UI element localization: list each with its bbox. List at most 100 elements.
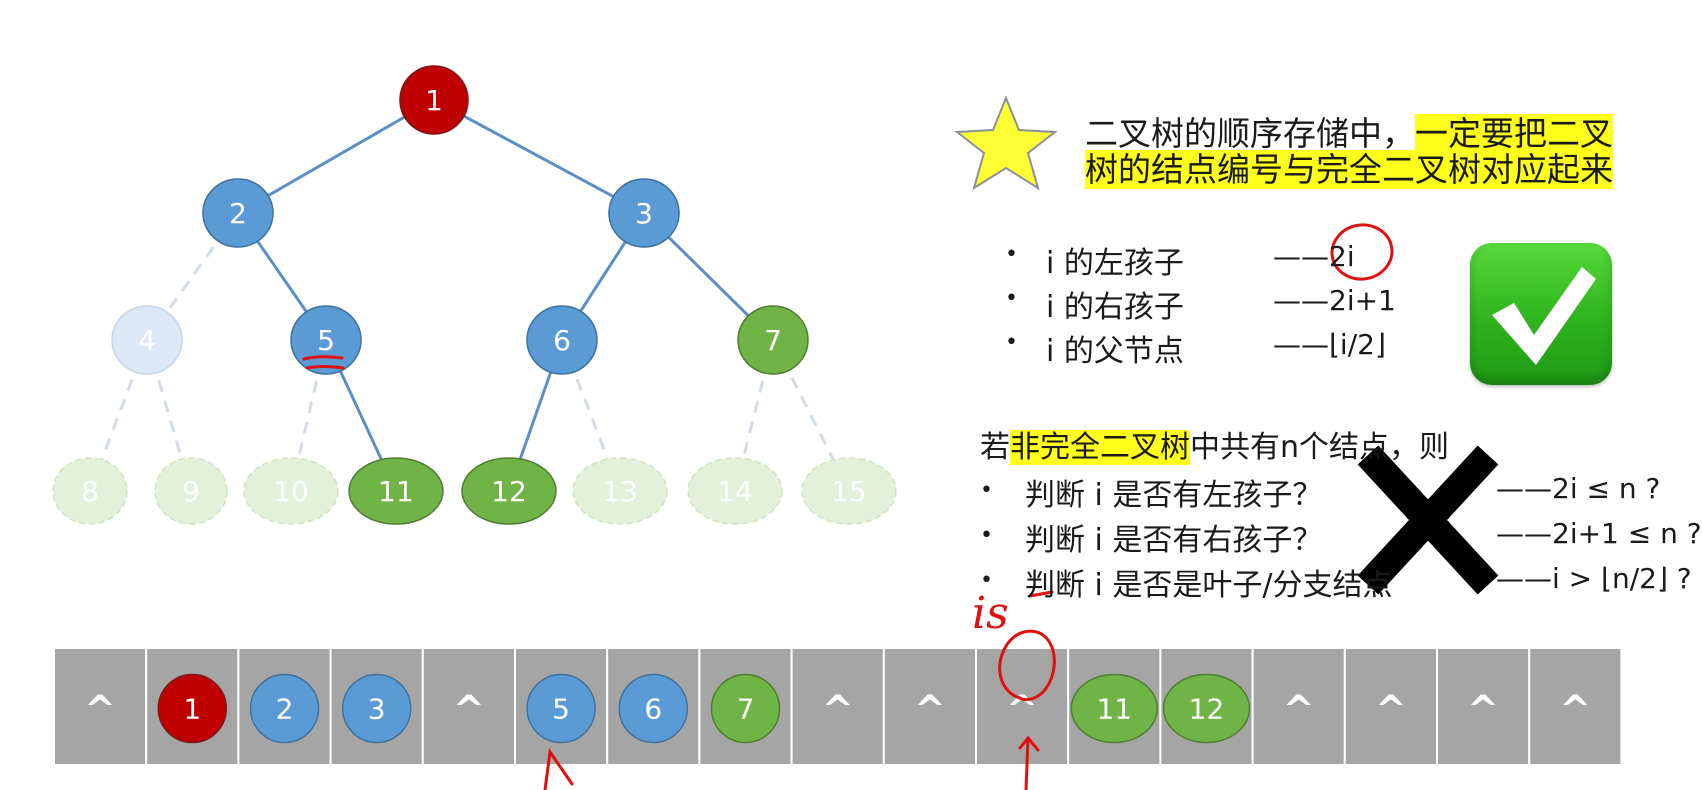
bullet: • bbox=[1005, 242, 1018, 267]
bullet: • bbox=[1005, 330, 1018, 355]
tree-node-label: 9 bbox=[182, 475, 200, 508]
tree-node-14: 14 bbox=[687, 457, 783, 525]
array-node-label: 2 bbox=[276, 693, 294, 726]
annotation-is: is bbox=[972, 588, 1009, 639]
array-node-label: 1 bbox=[183, 693, 201, 726]
arrow-mark-5 bbox=[543, 747, 574, 790]
tree-node-13: 13 bbox=[572, 457, 668, 525]
tree-node-label: 10 bbox=[273, 475, 309, 508]
tree-node-4: 4 bbox=[111, 305, 183, 375]
incomplete-highlight: 非完全二叉树 bbox=[1010, 430, 1190, 465]
check-right-formula: ——2i+1 ≤ n ? bbox=[1496, 517, 1702, 550]
array-cell-11: 11 bbox=[1067, 647, 1162, 766]
array-node-circle bbox=[710, 673, 781, 744]
array-node-label: 11 bbox=[1096, 693, 1132, 726]
array-null-symbol: ^ bbox=[914, 688, 946, 732]
array-null-symbol: ^ bbox=[1559, 688, 1591, 732]
tree-node-label: 8 bbox=[81, 475, 99, 508]
check-icon bbox=[1470, 243, 1612, 385]
tree-node-7: 7 bbox=[737, 305, 809, 375]
array-cell-5: 5 bbox=[514, 647, 609, 766]
tree-node-label: 7 bbox=[764, 324, 782, 357]
tree-node-circle bbox=[202, 178, 274, 248]
array-cell-14: ^ bbox=[1343, 647, 1439, 766]
star-line1-highlight: 一定要把二叉 bbox=[1415, 114, 1613, 153]
tree-node-label: 4 bbox=[138, 324, 156, 357]
array-cell-box bbox=[1343, 647, 1439, 766]
array-cell-box bbox=[421, 647, 516, 766]
tree-node-label: 2 bbox=[229, 197, 247, 230]
incomplete-suffix: 中共有n个结点，则 bbox=[1190, 430, 1450, 465]
tree-node-circle bbox=[111, 305, 183, 375]
check-right-label: 判断 i 是否有右孩子？ bbox=[1025, 523, 1323, 558]
array-node-circle bbox=[1070, 673, 1159, 744]
array-cell-box bbox=[53, 647, 148, 766]
tree-node-circle bbox=[154, 457, 228, 525]
tree-node-10: 10 bbox=[243, 457, 339, 525]
rule-parent-label: i 的父节点 bbox=[1046, 334, 1184, 369]
star-line2-highlight: 树的结点编号与完全二叉树对应起来 bbox=[1085, 150, 1613, 189]
array-cell-0: ^ bbox=[53, 647, 148, 766]
tree-node-3: 3 bbox=[608, 178, 680, 248]
rule-parent-formula: ——⌊i/2⌋ bbox=[1273, 328, 1386, 361]
tree-node-label: 5 bbox=[317, 324, 335, 357]
array-node-circle bbox=[157, 673, 228, 744]
array-cell-7: 7 bbox=[698, 647, 793, 766]
array-null-symbol: ^ bbox=[1467, 688, 1499, 732]
array-node-circle bbox=[526, 673, 596, 744]
tree-node-label: 14 bbox=[717, 475, 753, 508]
rule-right-formula: ——2i+1 bbox=[1273, 284, 1396, 317]
array-cell-2: 2 bbox=[237, 647, 332, 766]
tree-node-circle bbox=[526, 305, 598, 375]
tree-node-15: 15 bbox=[801, 457, 897, 525]
star-line2: 树的结点编号与完全二叉树对应起来 bbox=[1085, 143, 1613, 191]
rule-left-label: i 的左孩子 bbox=[1046, 246, 1184, 281]
rule-left-formula: ——2i bbox=[1273, 240, 1355, 273]
circle-mark-2i bbox=[1330, 223, 1394, 281]
tree-node-circle bbox=[52, 457, 128, 525]
array-node-circle bbox=[618, 673, 689, 744]
bullet: • bbox=[980, 523, 993, 548]
array-cell-3: 3 bbox=[329, 647, 424, 766]
array-cell-1: 1 bbox=[145, 647, 240, 766]
array-node-label: 5 bbox=[552, 693, 570, 726]
tree-node-12: 12 bbox=[461, 457, 557, 525]
dash-mark bbox=[1028, 590, 1054, 598]
check-leaf-formula: ——i > ⌊n/2⌋ ? bbox=[1496, 562, 1692, 595]
array-cell-13: ^ bbox=[1251, 647, 1346, 766]
check-left-formula: ——2i ≤ n ? bbox=[1496, 472, 1661, 505]
tree-node-circle bbox=[572, 457, 668, 525]
arrow-mark-array bbox=[1018, 735, 1040, 790]
array-cell-15: ^ bbox=[1436, 647, 1531, 766]
tree-node-circle bbox=[399, 65, 469, 135]
tree-node-label: 12 bbox=[491, 475, 527, 508]
bullet: • bbox=[980, 478, 993, 503]
tree-edge-1-3 bbox=[433, 98, 645, 215]
incomplete-prefix: 若 bbox=[980, 430, 1010, 465]
incomplete-heading: 若非完全二叉树中共有n个结点，则 bbox=[980, 422, 1449, 466]
tree-node-circle bbox=[737, 305, 809, 375]
tree-node-label: 15 bbox=[831, 475, 867, 508]
array-node-label: 3 bbox=[368, 693, 386, 726]
array-node-label: 6 bbox=[644, 693, 662, 726]
array-cell-box bbox=[1528, 647, 1623, 766]
array-cell-9: ^ bbox=[882, 647, 977, 766]
circle-mark-array bbox=[998, 629, 1056, 702]
tree-node-circle bbox=[687, 457, 783, 525]
array-null-symbol: ^ bbox=[822, 688, 854, 732]
tree-node-circle bbox=[461, 457, 557, 525]
tree-node-circle bbox=[801, 457, 897, 525]
array-cell-box bbox=[882, 647, 977, 766]
star-icon bbox=[954, 95, 1058, 191]
tree-node-circle bbox=[243, 457, 339, 525]
array-cell-12: 12 bbox=[1159, 647, 1254, 766]
array-null-symbol: ^ bbox=[453, 688, 485, 732]
tree-node-circle bbox=[608, 178, 680, 248]
array-cell-4: ^ bbox=[421, 647, 516, 766]
tree-node-1: 1 bbox=[399, 65, 469, 135]
tree-node-8: 8 bbox=[52, 457, 128, 525]
tree-node-label: 6 bbox=[553, 324, 571, 357]
tree-node-label: 11 bbox=[378, 475, 414, 508]
